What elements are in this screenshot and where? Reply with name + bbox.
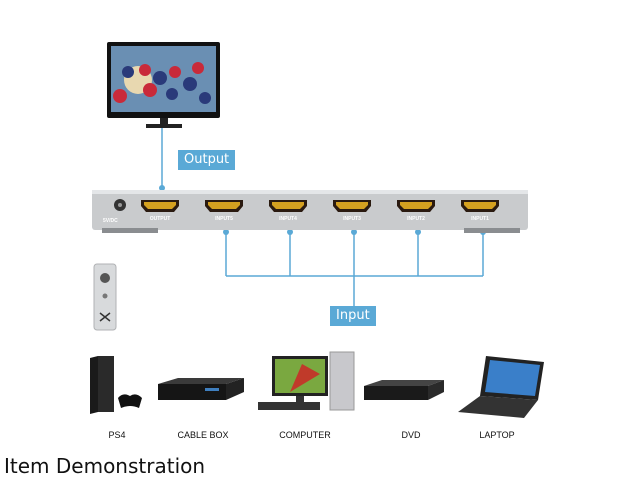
device-label-laptop: LAPTOP bbox=[479, 430, 515, 440]
hdmi-port-icon bbox=[461, 200, 499, 212]
device-label-cable-box: CABLE BOX bbox=[177, 430, 229, 440]
port-label-output: OUTPUT bbox=[149, 216, 171, 222]
dvd-player-icon bbox=[364, 380, 444, 400]
monitor-icon bbox=[107, 42, 220, 128]
hdmi-port-icon bbox=[333, 200, 371, 212]
port-label-input4: INPUT4 bbox=[279, 216, 297, 222]
port-label-input3: INPUT3 bbox=[343, 216, 361, 222]
hdmi-port-icon bbox=[141, 200, 179, 212]
laptop-icon bbox=[458, 356, 544, 418]
input-callout: Input bbox=[330, 306, 376, 326]
remote-control-icon bbox=[93, 263, 117, 331]
device-label-ps4: PS4 bbox=[108, 430, 126, 440]
port-label-input1: INPUT1 bbox=[471, 216, 489, 222]
device-label-dvd: DVD bbox=[401, 430, 421, 440]
computer-icon bbox=[258, 351, 355, 411]
output-callout: Output bbox=[178, 150, 236, 170]
connector-dots bbox=[159, 185, 486, 235]
hdmi-port-icon bbox=[397, 200, 435, 212]
ps4-icon bbox=[90, 356, 142, 414]
hdmi-port-icon bbox=[205, 200, 243, 212]
caption: Item Demonstration bbox=[4, 454, 206, 478]
hdmi-port-icon bbox=[269, 200, 307, 212]
device-label-computer: COMPUTER bbox=[279, 430, 331, 440]
cable-box-icon bbox=[158, 378, 244, 400]
port-label-input2: INPUT2 bbox=[407, 216, 425, 222]
power-label: 5V/DC bbox=[103, 218, 118, 224]
hdmi-ports bbox=[141, 200, 499, 212]
connector-lines bbox=[161, 128, 484, 306]
port-label-input5: INPUT5 bbox=[215, 216, 233, 222]
